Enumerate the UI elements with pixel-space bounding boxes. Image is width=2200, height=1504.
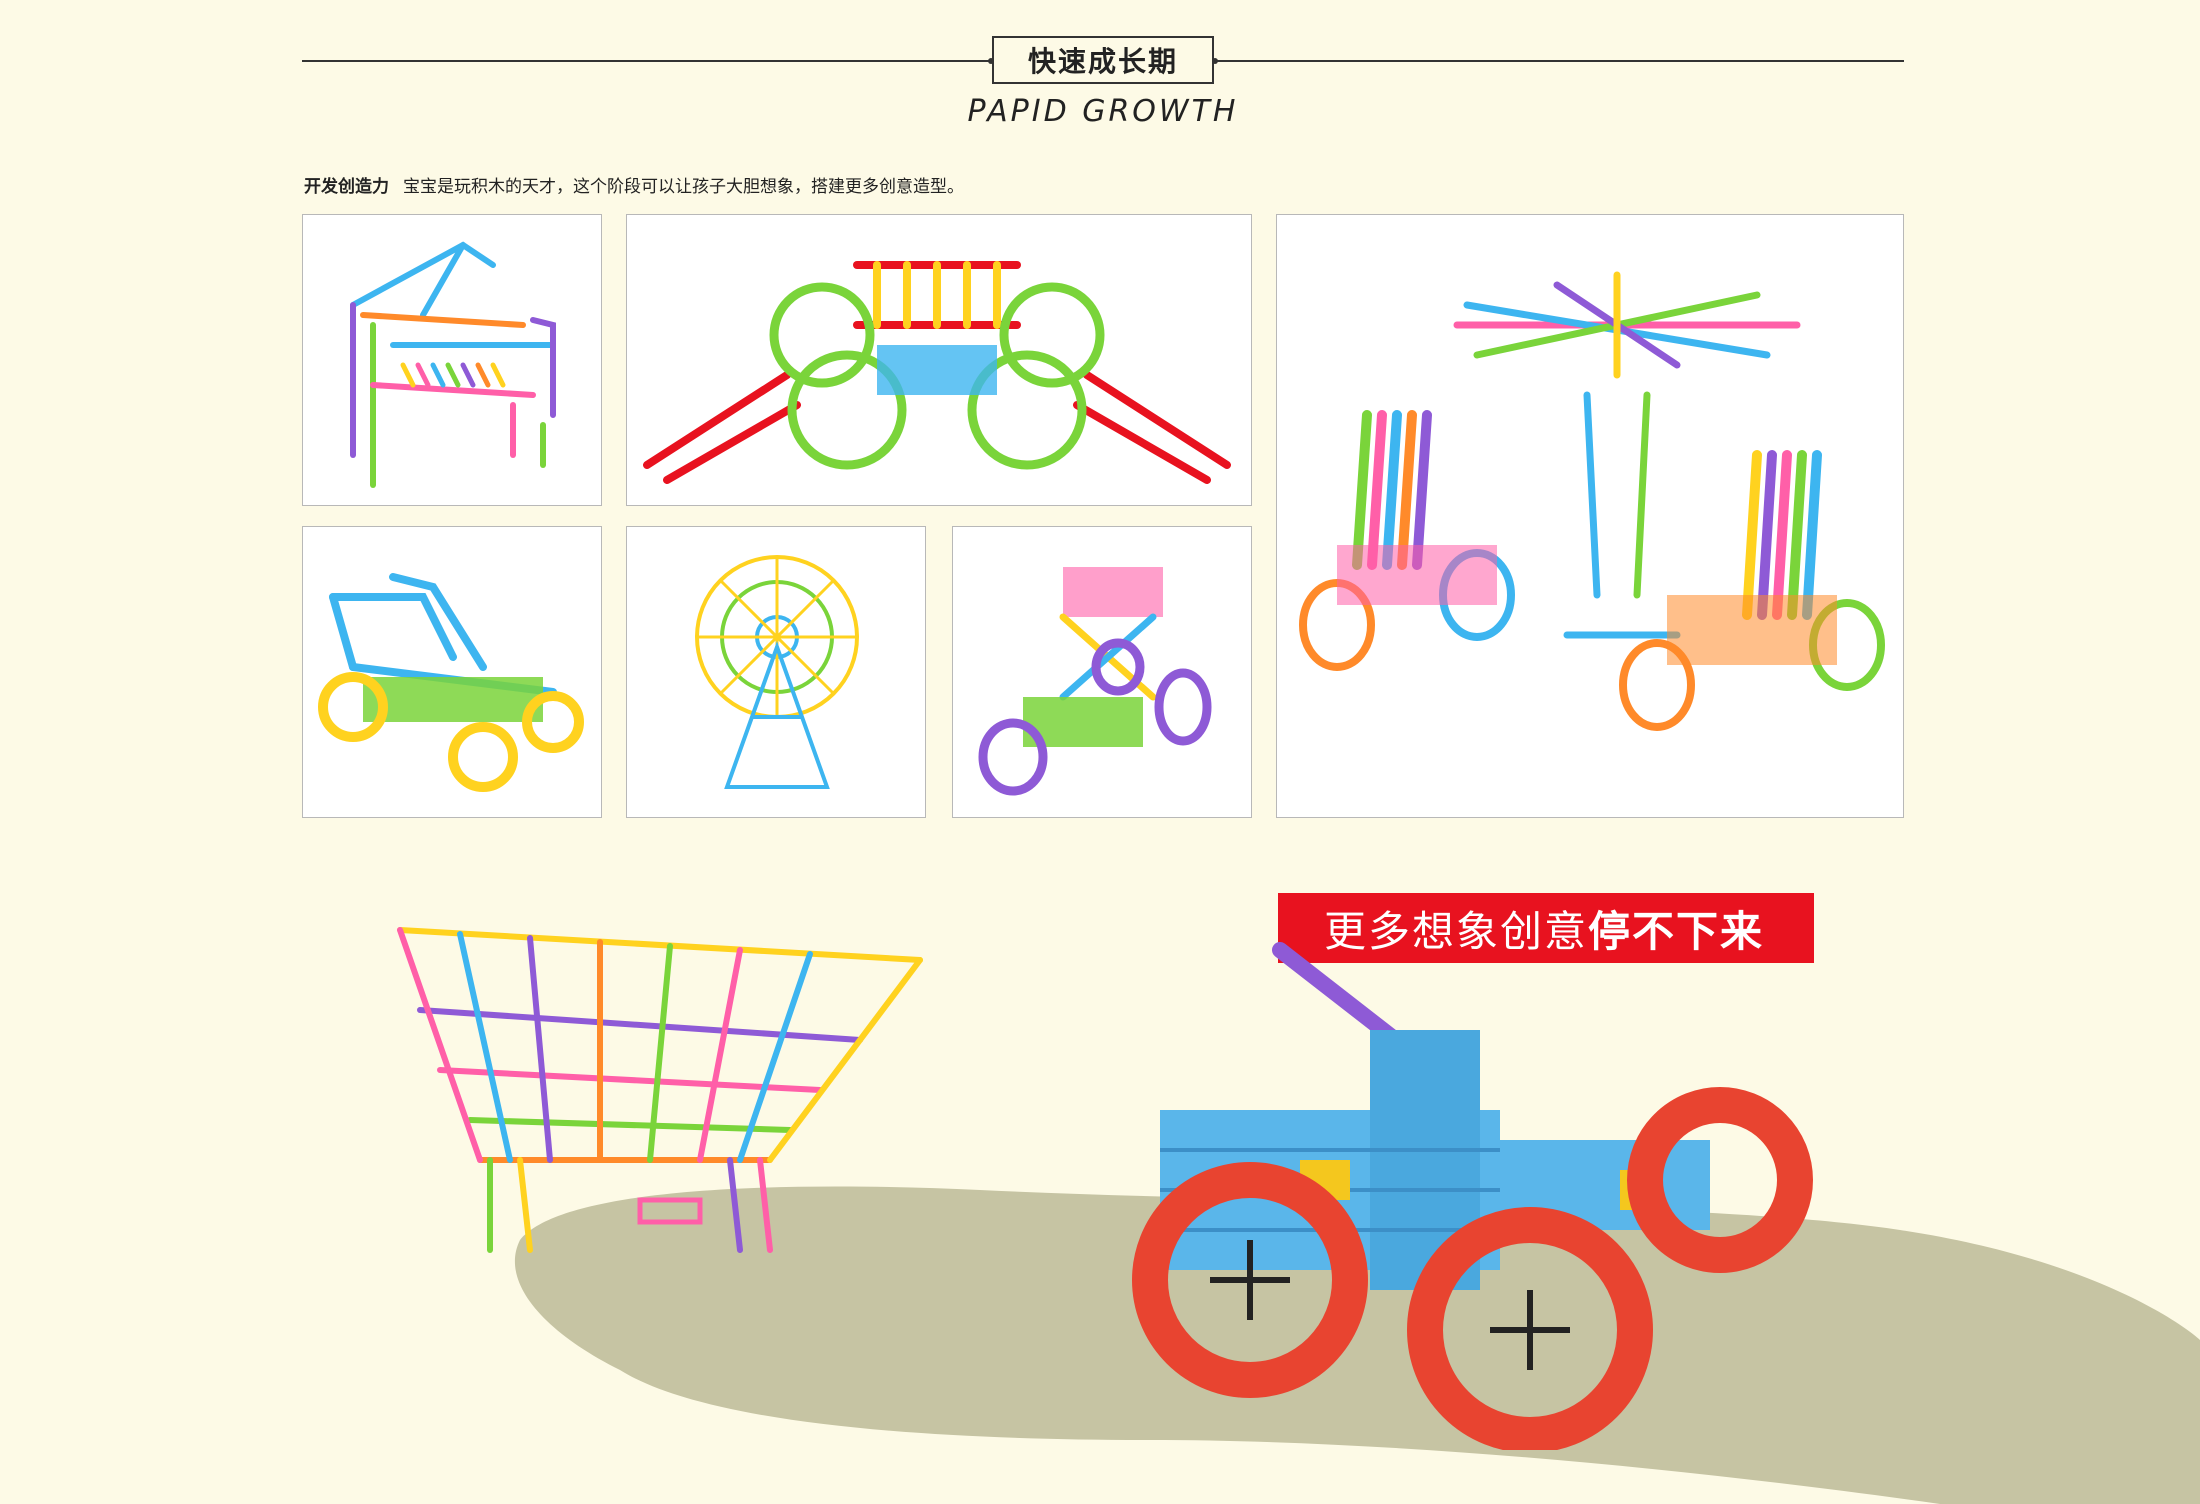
toy-cart-illustration: [978, 567, 1212, 796]
photo-toy-bridge: [626, 214, 1252, 506]
toy-bridge-illustration: [643, 261, 1231, 484]
intro-label: 开发创造力: [304, 177, 389, 197]
section-subtitle: PAPID GROWTH: [967, 94, 1239, 129]
toy-car-illustration: [318, 573, 584, 792]
photo-toy-piano: [302, 214, 602, 506]
intro-body: 宝宝是玩积木的天才，这个阶段可以让孩子大胆想象，搭建更多创意造型。: [403, 177, 964, 197]
toy-basket-illustration: [397, 927, 923, 1253]
toy-tank-illustration: [1132, 942, 1813, 1450]
toy-chairs-illustration: [1299, 271, 1885, 731]
header-divider-right: [1214, 60, 1904, 62]
photo-toy-ferris-wheel: [626, 526, 926, 818]
promo-banner: 更多想象创意停不下来: [1278, 893, 1814, 963]
header-divider-left: [302, 60, 992, 62]
intro-text: 开发创造力宝宝是玩积木的天才，这个阶段可以让孩子大胆想象，搭建更多创意造型。: [304, 172, 964, 197]
toy-piano-illustration: [350, 241, 556, 488]
photo-toy-cart: [952, 526, 1252, 818]
promo-text-bold: 停不下来: [1588, 906, 1765, 956]
promo-text-normal: 更多想象创意: [1324, 906, 1589, 956]
photo-toy-car: [302, 526, 602, 818]
photo-toy-chairs: [1276, 214, 1904, 818]
toy-ferris-wheel-illustration: [695, 555, 859, 789]
section-title: 快速成长期: [988, 36, 1218, 84]
